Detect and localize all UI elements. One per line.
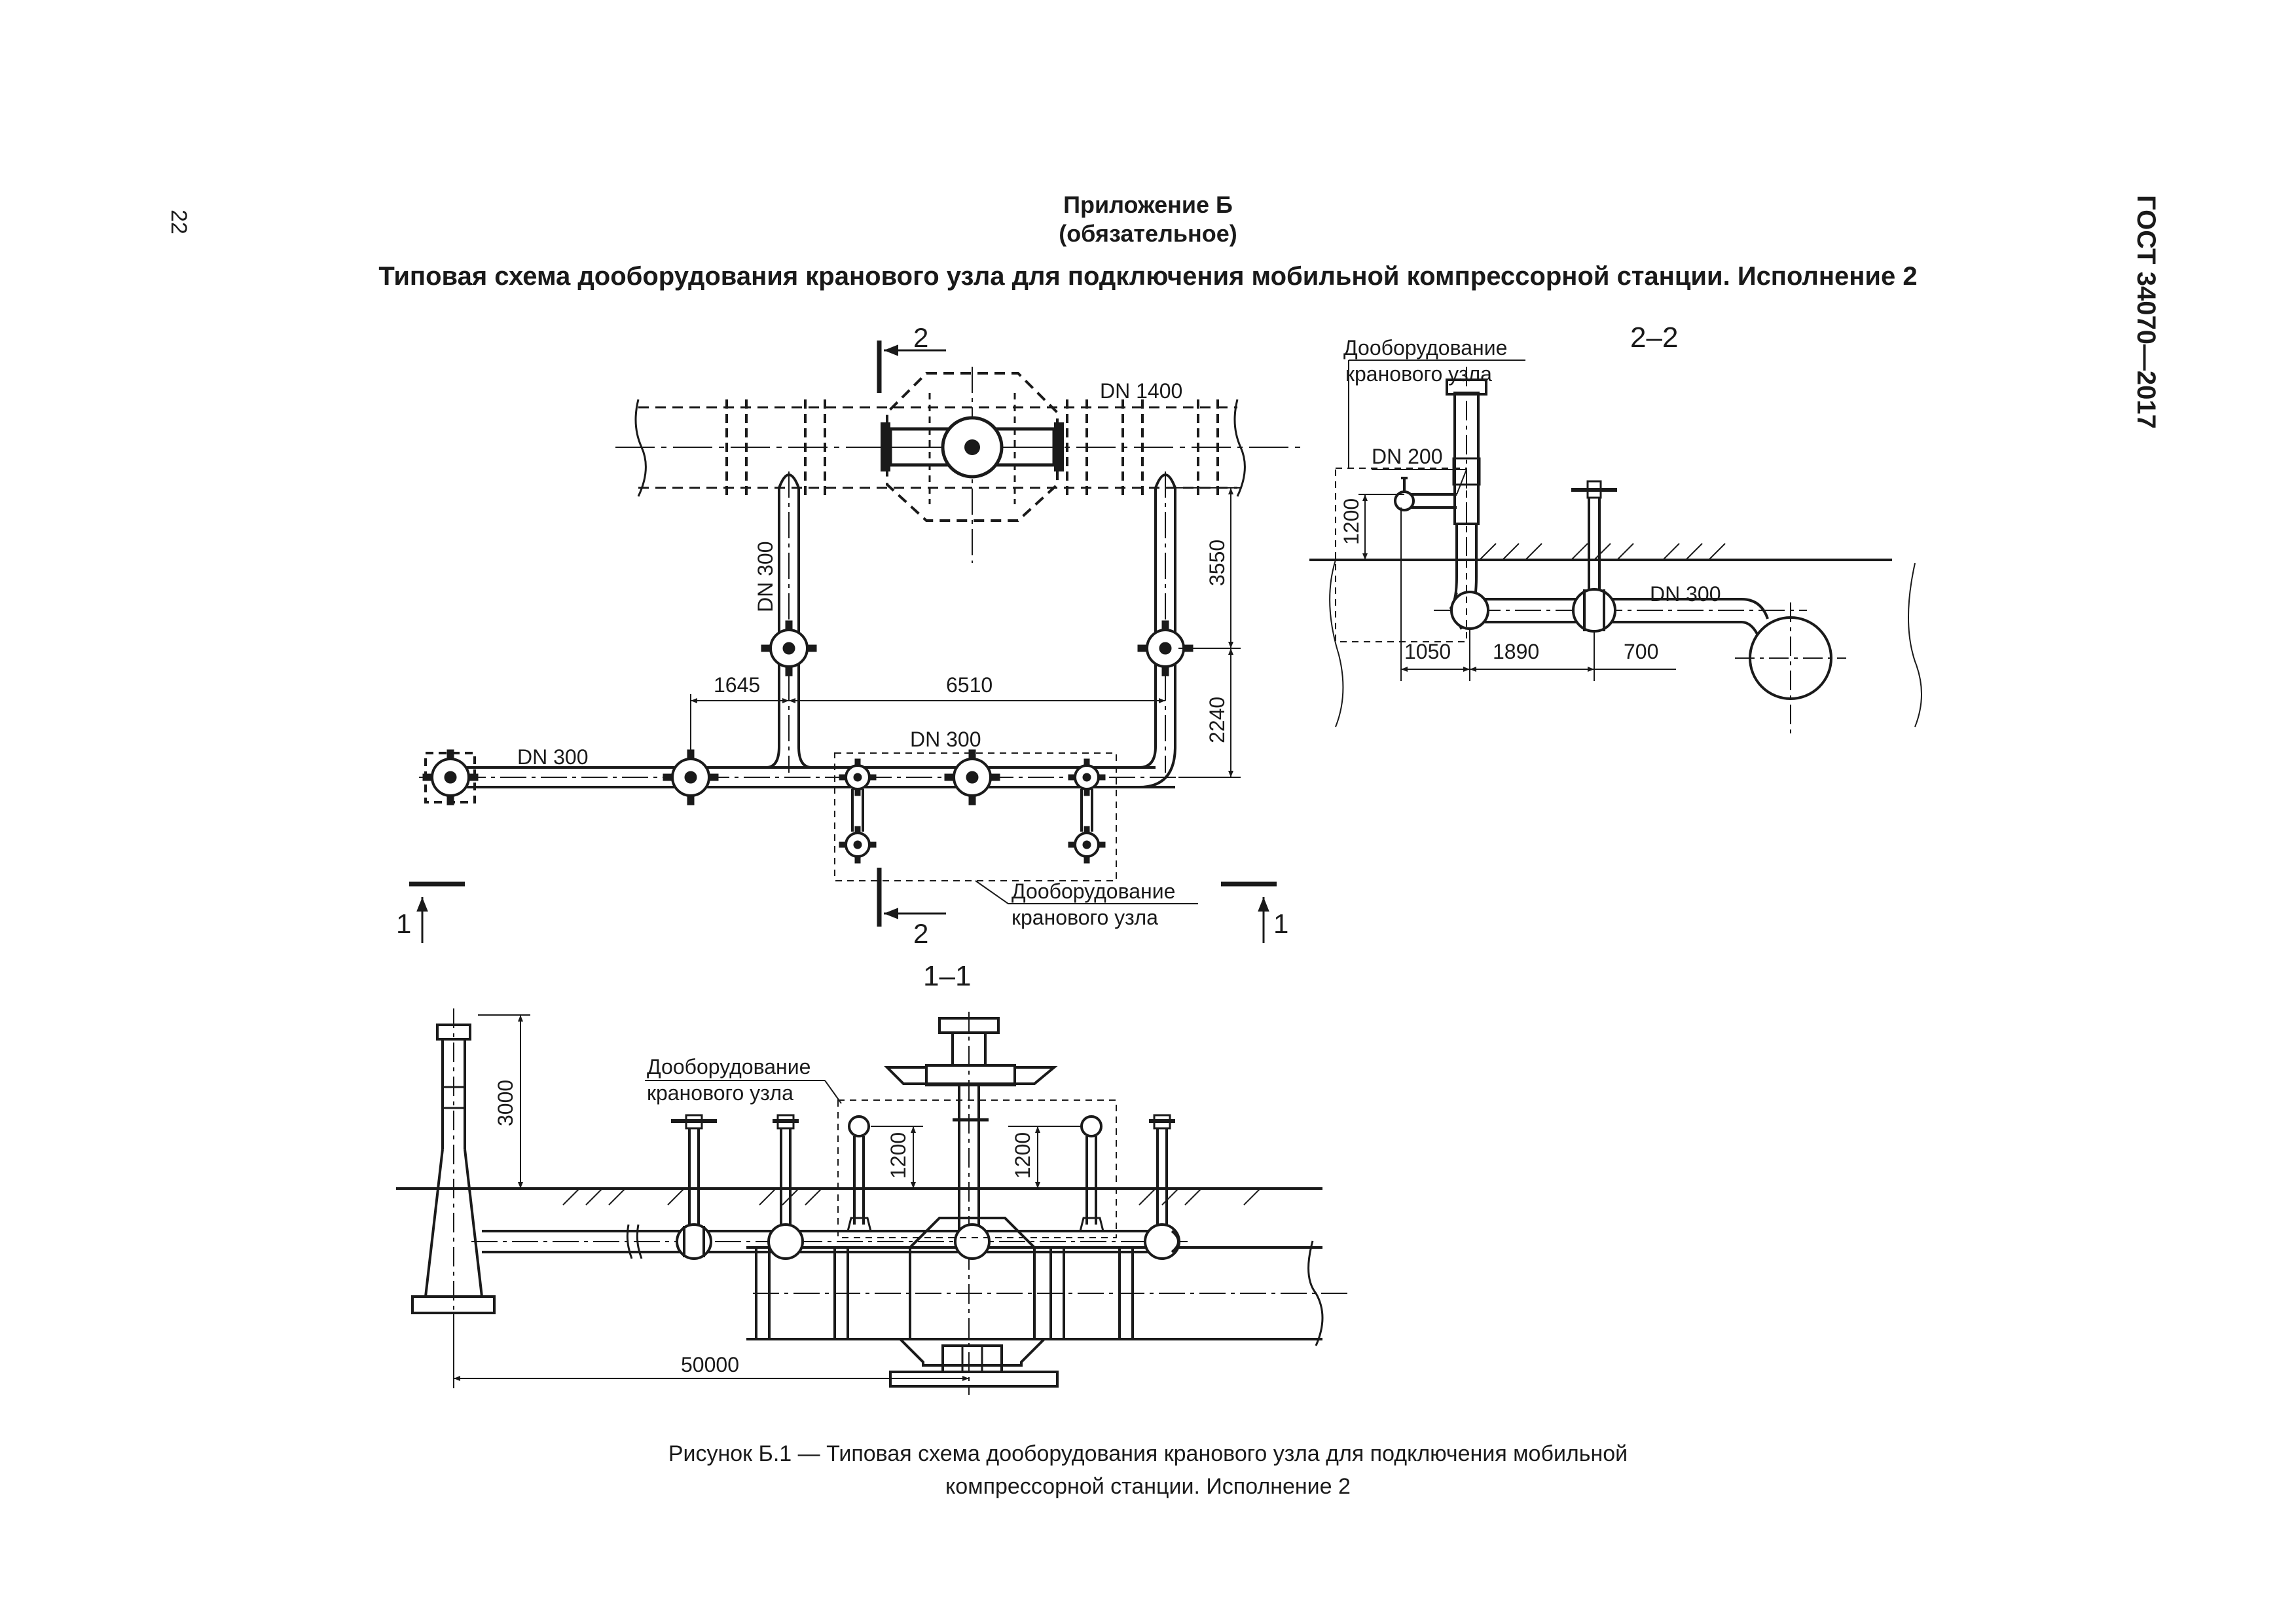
dimension-2240: 2240 bbox=[1205, 697, 1229, 743]
dimension-3000: 3000 bbox=[494, 1080, 517, 1126]
label-dn300-bottom: DN 300 bbox=[910, 728, 981, 751]
section-1-1-callout-box bbox=[837, 1099, 1117, 1238]
label-dn300-section: DN 300 bbox=[1650, 582, 1721, 606]
section-marker-2-bottom: 2 bbox=[913, 918, 928, 949]
dimension-1200-right: 1200 bbox=[1011, 1132, 1034, 1179]
label-dn300-vertical: DN 300 bbox=[754, 542, 777, 613]
dimension-6510: 6510 bbox=[946, 673, 993, 697]
section-1-1-callout-line2: кранового узла bbox=[647, 1081, 793, 1105]
plan-callout-line2: кранового узла bbox=[1011, 906, 1158, 929]
dimension-1200-left: 1200 bbox=[886, 1132, 910, 1179]
label-dn1400: DN 1400 bbox=[1100, 379, 1182, 403]
dimension-1645: 1645 bbox=[714, 673, 760, 697]
plan-callout-line1: Дооборудование bbox=[1011, 879, 1175, 903]
section-2-2-callout-line2: кранового узла bbox=[1345, 362, 1492, 386]
section-1-1-view bbox=[396, 1008, 1349, 1395]
label-dn300-left: DN 300 bbox=[517, 745, 589, 769]
plan-callout-box bbox=[834, 752, 1117, 881]
section-1-1-label: 1–1 bbox=[923, 960, 971, 992]
dimension-1050: 1050 bbox=[1404, 640, 1451, 663]
section-marker-1-right: 1 bbox=[1273, 908, 1288, 939]
appendix-name: Приложение Б bbox=[1063, 191, 1233, 218]
section-1-1-callout-line1: Дооборудование bbox=[647, 1055, 811, 1079]
page-title: Типовая схема дооборудования кранового у… bbox=[378, 262, 1918, 291]
dimension-700: 700 bbox=[1624, 640, 1658, 663]
appendix-status: (обязательное) bbox=[1059, 220, 1237, 247]
section-marker-2-top: 2 bbox=[913, 322, 928, 353]
dimension-50000: 50000 bbox=[681, 1353, 739, 1376]
label-dn200: DN 200 bbox=[1372, 445, 1443, 468]
dimension-1890: 1890 bbox=[1493, 640, 1539, 663]
dimension-1200-2-2: 1200 bbox=[1339, 498, 1363, 545]
section-2-2-callout-line1: Дооборудование bbox=[1343, 336, 1507, 360]
section-2-2-label: 2–2 bbox=[1630, 322, 1678, 354]
figure-caption-line2: компрессорной станции. Исполнение 2 bbox=[945, 1474, 1351, 1499]
section-marker-1-left: 1 bbox=[396, 908, 411, 939]
figure-caption-line1: Рисунок Б.1 — Типовая схема дооборудован… bbox=[668, 1441, 1628, 1466]
dimension-3550: 3550 bbox=[1205, 540, 1229, 586]
section-2-2-view bbox=[1309, 360, 1922, 733]
plan-view bbox=[409, 341, 1303, 943]
